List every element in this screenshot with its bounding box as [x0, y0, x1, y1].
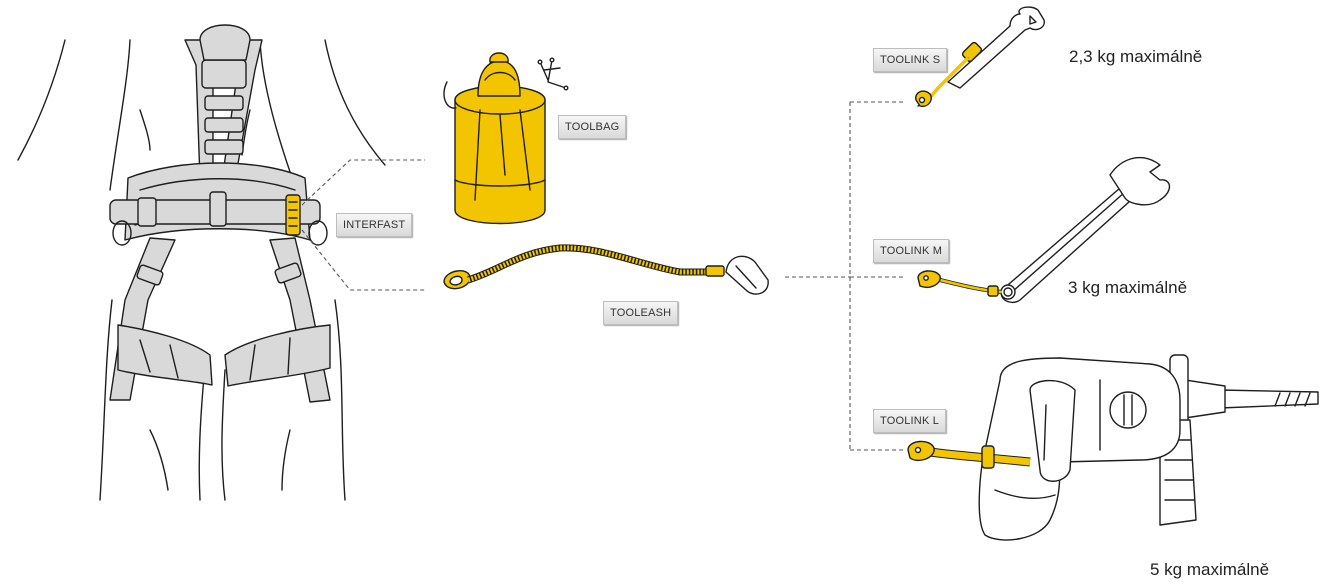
toolink-s-capacity: 2,3 kg maximálně [1069, 47, 1203, 66]
tooleash-label: TOOLEASH [603, 301, 679, 325]
toolink-m-capacity: 3 kg maximálně [1068, 278, 1188, 297]
toolink-l-capacity: 5 kg maximálně [1150, 560, 1270, 579]
toolink-l-label: TOOLINK L [873, 409, 947, 433]
leader-lines [301, 101, 905, 451]
toolbag-label: TOOLBAG [558, 115, 627, 139]
toolink-m-label: TOOLINK M [873, 239, 950, 263]
toolink-m-wrench-illustration [917, 156, 1171, 304]
person-with-harness-illustration [17, 24, 386, 501]
toolbag-illustration [443, 52, 569, 225]
toolink-l-drill-illustration [907, 354, 1319, 541]
toolink-s-label: TOOLINK S [873, 48, 948, 72]
interfast-label: INTERFAST [336, 213, 413, 237]
tooleash-illustration [443, 244, 769, 295]
toolink-s-wrench-illustration [915, 6, 1045, 108]
